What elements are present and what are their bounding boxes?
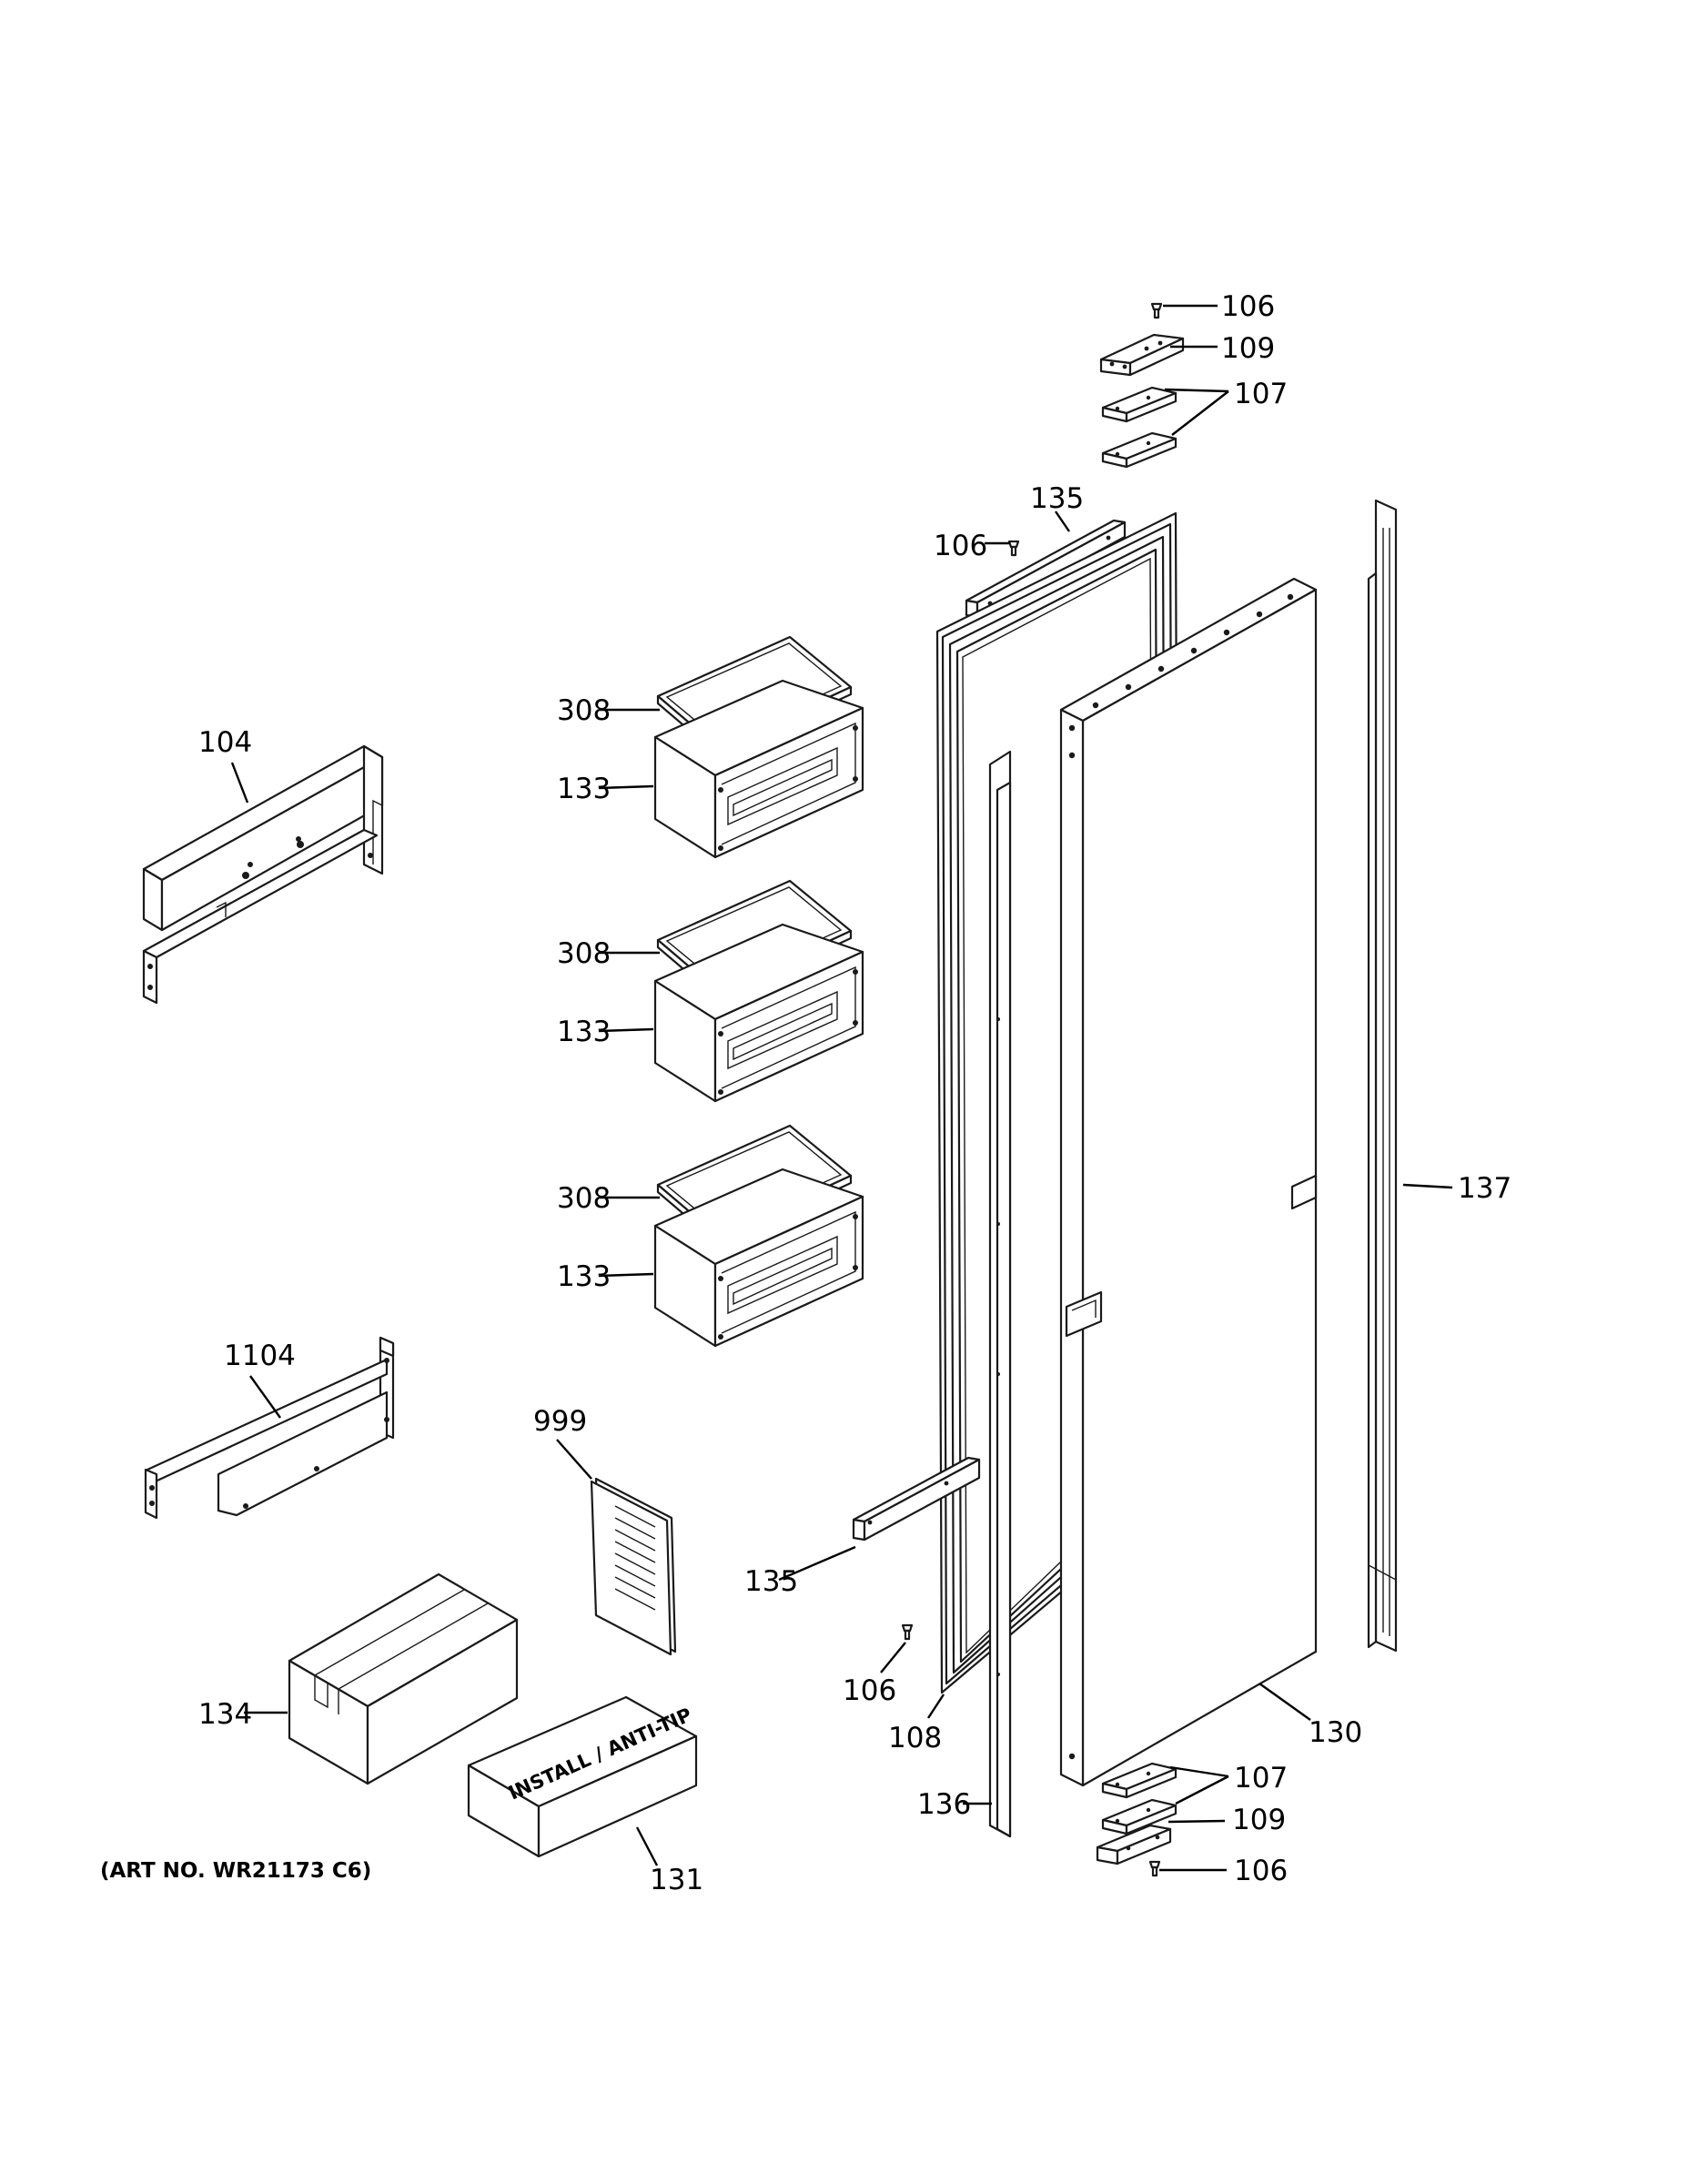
callout-999: 999: [533, 1405, 587, 1438]
callout-136: 136: [917, 1788, 971, 1821]
callout-137: 137: [1458, 1172, 1511, 1205]
callout-308-b: 308: [557, 937, 611, 970]
door-bin-133-1: [653, 679, 864, 859]
side-trim-137: [1367, 499, 1398, 1653]
top-hinge-shim-107-upper: [1101, 386, 1178, 423]
door-bin-set-3: [653, 1124, 864, 1348]
callout-133-c: 133: [557, 1260, 611, 1293]
top-hinge-109: [1099, 333, 1185, 377]
callout-106-low: 106: [843, 1674, 896, 1707]
callout-107-top: 107: [1234, 378, 1288, 410]
door-screw-106: [901, 1623, 914, 1641]
callout-133-b: 133: [557, 1016, 611, 1048]
door-bin-set-2: [653, 879, 864, 1103]
callout-133-a: 133: [557, 773, 611, 805]
bottom-hinge-shim-107-upper: [1101, 1762, 1178, 1799]
callout-106-bottom: 106: [1234, 1855, 1288, 1887]
mounting-bracket-104: [142, 744, 384, 1005]
art-number: (ART NO. WR21173 C6): [100, 1859, 371, 1883]
callout-109-bottom: 109: [1232, 1804, 1286, 1836]
callout-135-bottom: 135: [744, 1565, 798, 1598]
door-bin-133-3: [653, 1168, 864, 1348]
callout-130: 130: [1309, 1716, 1362, 1749]
carton-134: [288, 1572, 519, 1785]
owner-manual-999: [590, 1477, 677, 1656]
callout-107-bottom: 107: [1234, 1762, 1288, 1795]
bottom-hinge-109: [1096, 1824, 1172, 1866]
bottom-hinge-screw-106: [1148, 1860, 1161, 1877]
top-hinge-screw-106: [1150, 302, 1163, 319]
door-bin-133-2: [653, 923, 864, 1103]
callout-134: 134: [198, 1698, 252, 1731]
bottom-hinge-shim-107-lower: [1101, 1798, 1178, 1835]
callout-308-c: 308: [557, 1182, 611, 1215]
callout-308-a: 308: [557, 694, 611, 727]
top-trim-screw-106: [1007, 540, 1020, 557]
callout-104: 104: [198, 726, 252, 759]
bottom-trim-bracket-135: [852, 1456, 981, 1542]
door-bin-set-1: [653, 635, 864, 859]
top-hinge-shim-107-lower: [1101, 431, 1178, 469]
callout-106-top: 106: [1221, 290, 1275, 323]
door-panel-130: [1059, 577, 1318, 1787]
callout-108: 108: [888, 1722, 942, 1754]
inner-door-bracket-136: [988, 750, 1012, 1838]
install-anti-tip-kit-131: INSTALL / ANTI-TIP: [467, 1695, 698, 1858]
leader-lines: [230, 304, 1453, 1872]
callout-1104: 1104: [224, 1340, 296, 1372]
callout-106-mid: 106: [934, 530, 987, 562]
callout-labels: 106 109 107 135 106 308 133 308 133 308 …: [198, 290, 1511, 1896]
callout-135-top: 135: [1030, 482, 1084, 515]
callout-109-top: 109: [1221, 332, 1275, 365]
callout-131: 131: [650, 1864, 703, 1896]
mounting-bracket-1104: [144, 1336, 395, 1520]
